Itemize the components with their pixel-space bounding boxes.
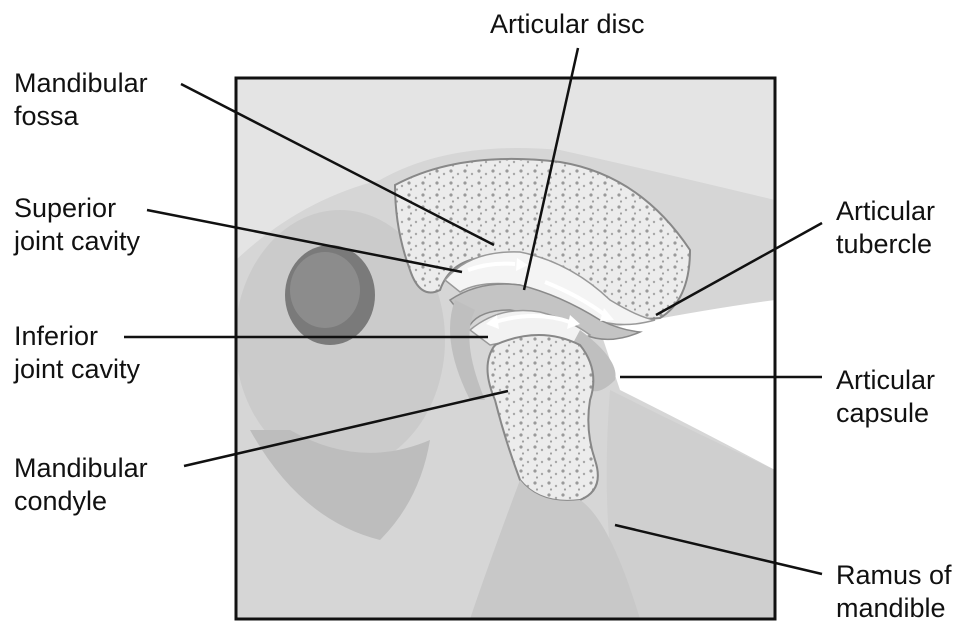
label-articular-tubercle: Articular tubercle [836,195,935,261]
label-ramus-of-mandible-line2: mandible [836,592,952,625]
label-mandibular-fossa-line1: Mandibular [14,67,148,100]
label-articular-tubercle-line2: tubercle [836,228,935,261]
label-articular-disc: Articular disc [490,8,645,41]
label-inferior-joint-cavity-line2: joint cavity [14,353,140,386]
label-articular-capsule-line2: capsule [836,397,935,430]
ear-canal-inner [290,252,360,328]
label-inferior-joint-cavity-line1: Inferior [14,320,140,353]
label-superior-joint-cavity: Superior joint cavity [14,192,140,258]
label-mandibular-condyle-line2: condyle [14,485,148,518]
label-mandibular-condyle-line1: Mandibular [14,452,148,485]
label-articular-capsule: Articular capsule [836,364,935,430]
label-superior-joint-cavity-line1: Superior [14,192,140,225]
label-articular-capsule-line1: Articular [836,364,935,397]
label-mandibular-fossa: Mandibular fossa [14,67,148,133]
anatomy-region [235,78,775,619]
label-mandibular-fossa-line2: fossa [14,100,148,133]
label-superior-joint-cavity-line2: joint cavity [14,225,140,258]
label-ramus-of-mandible-line1: Ramus of [836,559,952,592]
label-articular-tubercle-line1: Articular [836,195,935,228]
label-inferior-joint-cavity: Inferior joint cavity [14,320,140,386]
label-mandibular-condyle: Mandibular condyle [14,452,148,518]
label-articular-disc-line1: Articular disc [490,8,645,41]
label-ramus-of-mandible: Ramus of mandible [836,559,952,625]
